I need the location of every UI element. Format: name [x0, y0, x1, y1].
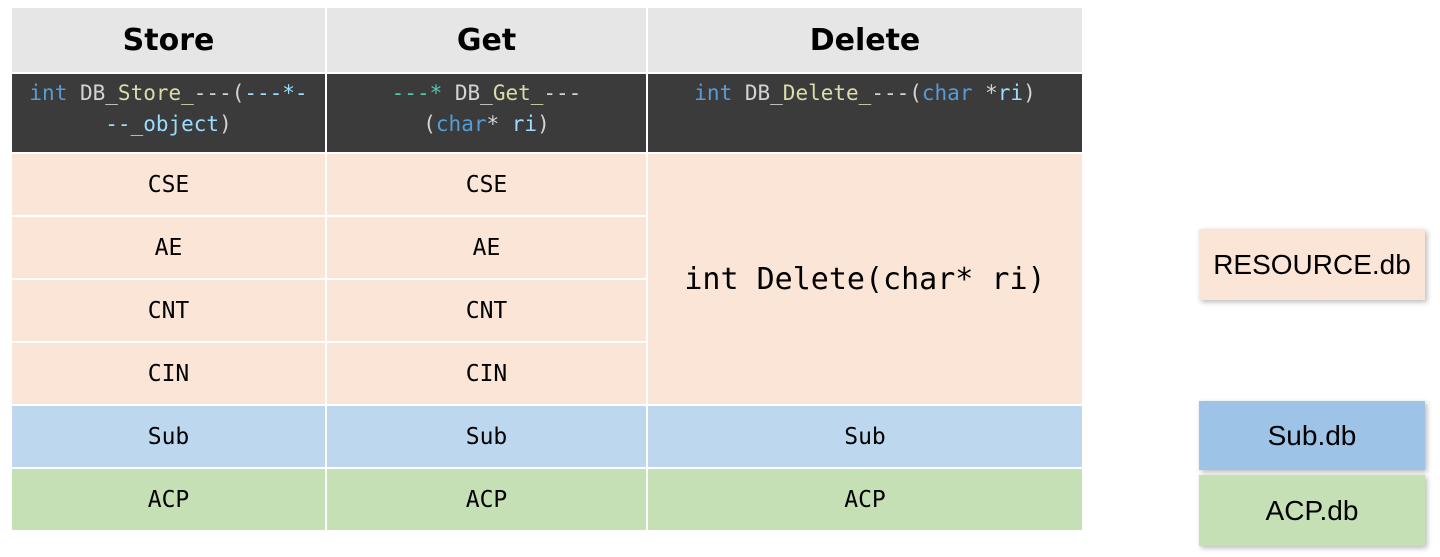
header-get: Get [325, 6, 648, 74]
api-table: Store Get Delete int DB_Store_---(---*--… [10, 6, 1084, 532]
sub-row: Sub Sub Sub [10, 404, 1084, 469]
resource-delete-function: int Delete(char* ri) [646, 152, 1084, 406]
header-delete: Delete [646, 6, 1084, 74]
header-row: Store Get Delete [10, 6, 1084, 74]
legend-sub-db: Sub.db [1199, 401, 1425, 470]
get-cin: CIN [325, 341, 648, 406]
resource-row-ae: AE AE [10, 215, 1083, 280]
legend-resource-db: RESOURCE.db [1199, 229, 1425, 300]
delete-sub: Sub [646, 404, 1084, 469]
resource-row-cin: CIN CIN [10, 341, 1083, 406]
signature-row: int DB_Store_---(---*---_object) ---* DB… [10, 72, 1084, 154]
header-store: Store [10, 6, 327, 74]
legend-acp-db: ACP.db [1199, 475, 1425, 546]
resource-row-cse: CSE CSE int Delete(char* ri) [10, 152, 1084, 406]
delete-acp: ACP [646, 467, 1084, 532]
store-acp: ACP [10, 467, 327, 532]
acp-row: ACP ACP ACP [10, 467, 1084, 532]
get-acp: ACP [325, 467, 648, 532]
store-ae: AE [10, 215, 327, 280]
get-signature: ---* DB_Get_---(char* ri) [325, 72, 648, 154]
get-sub: Sub [325, 404, 648, 469]
resource-row-cnt: CNT CNT [10, 278, 1083, 343]
store-cnt: CNT [10, 278, 327, 343]
store-cse: CSE [10, 152, 327, 217]
store-signature: int DB_Store_---(---*---_object) [10, 72, 327, 154]
delete-signature: int DB_Delete_---(char *ri) [646, 72, 1084, 154]
get-cnt: CNT [325, 278, 648, 343]
store-cin: CIN [10, 341, 327, 406]
get-cse: CSE [325, 152, 648, 217]
store-sub: Sub [10, 404, 327, 469]
get-ae: AE [325, 215, 648, 280]
